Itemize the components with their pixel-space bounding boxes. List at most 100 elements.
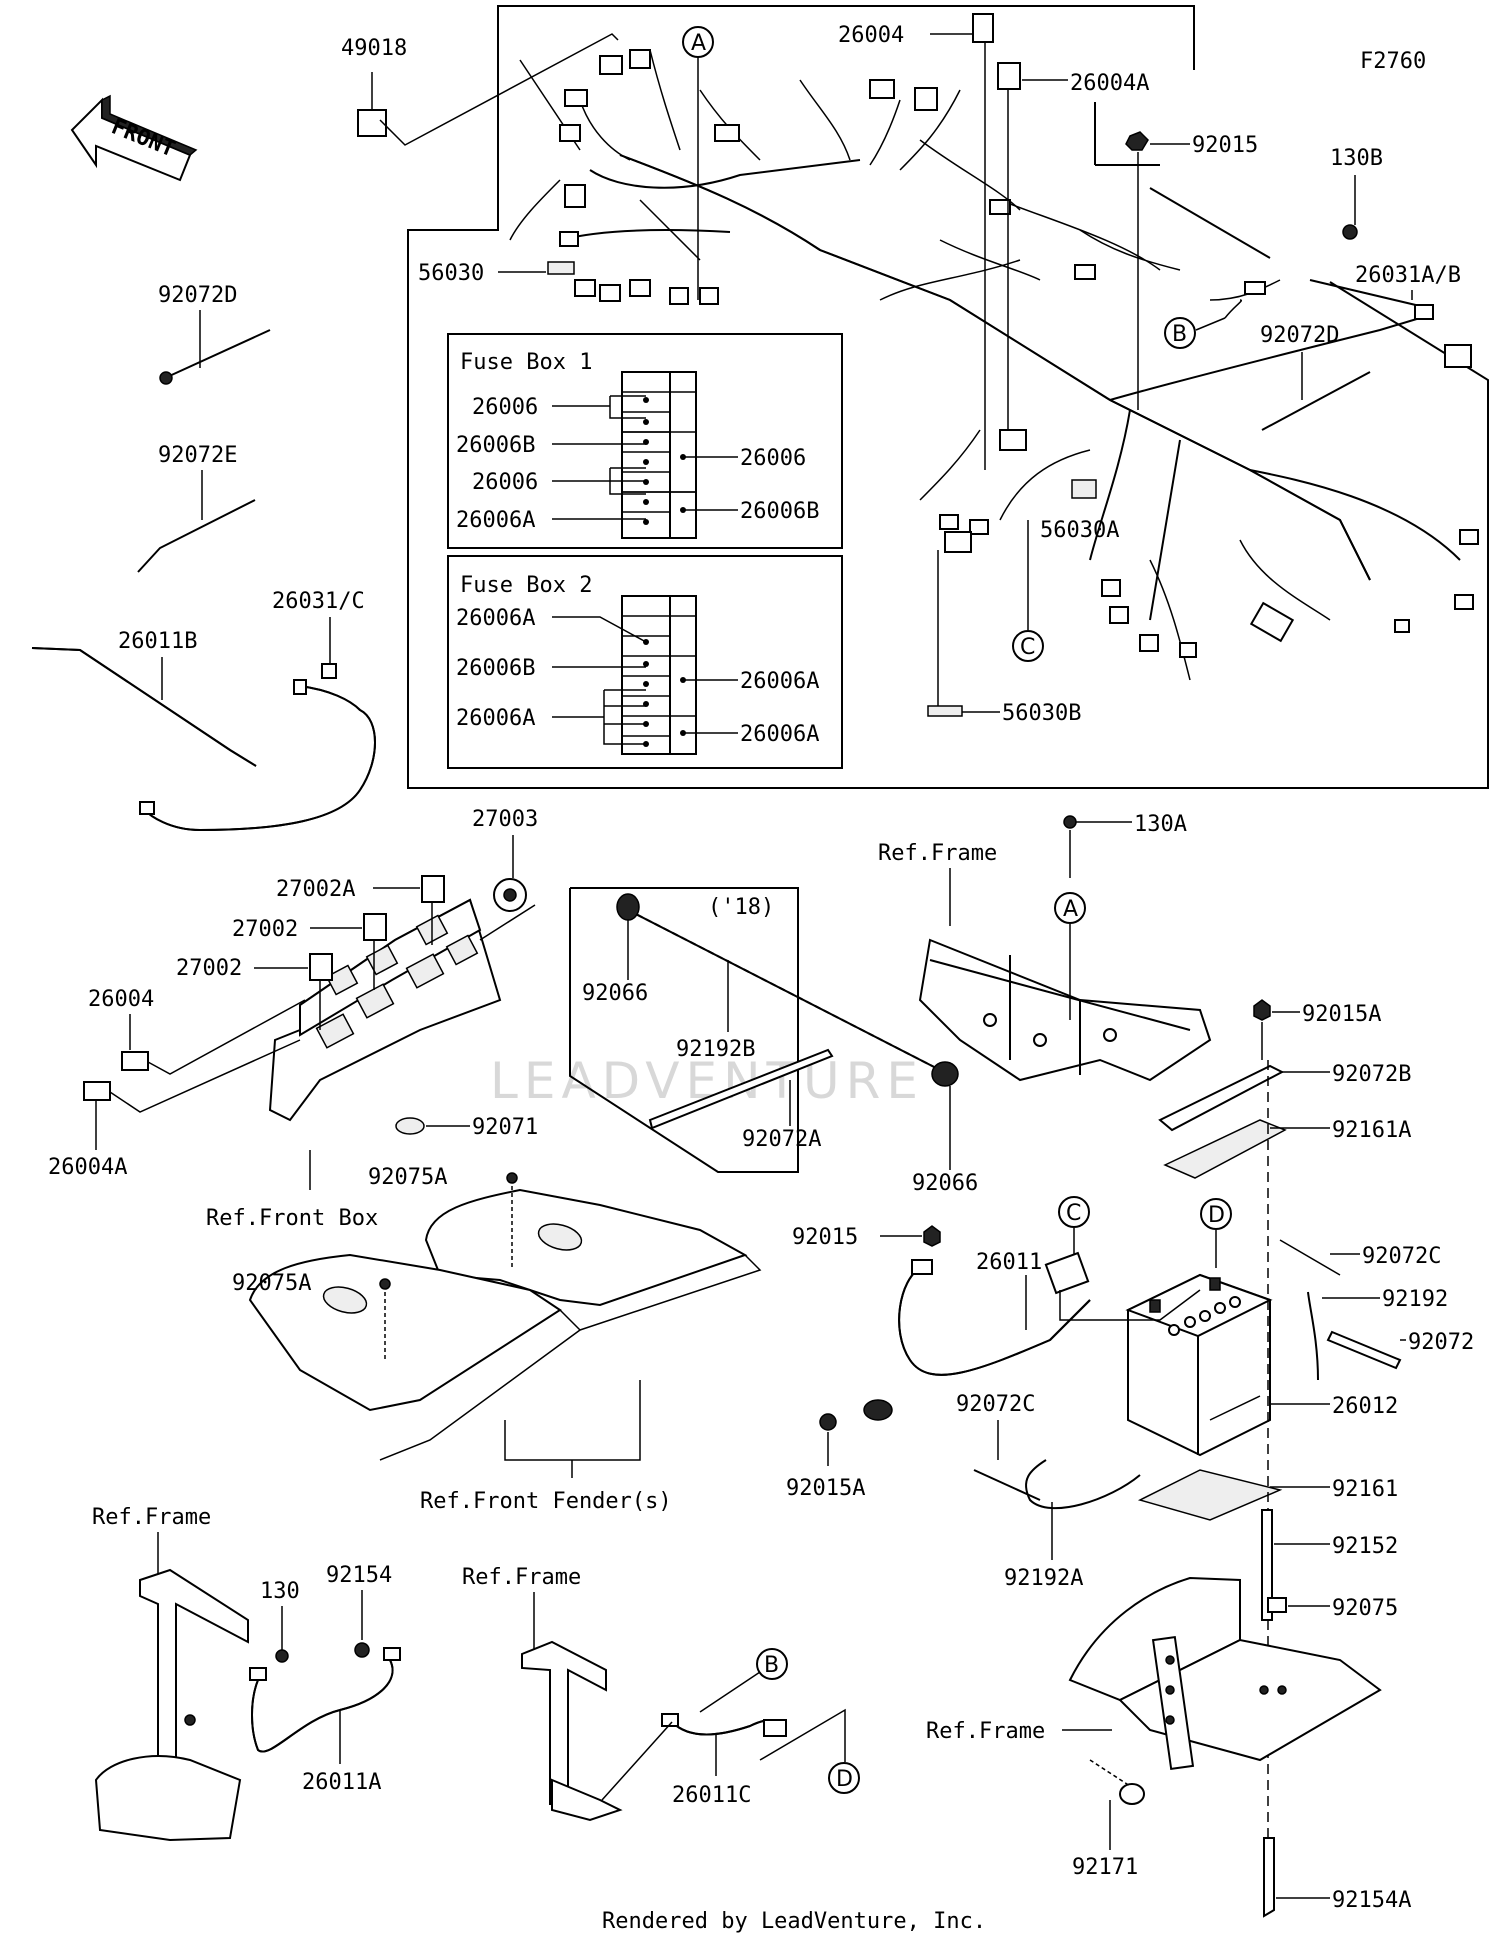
part-label-26011: 26011 bbox=[976, 1250, 1042, 1275]
part-26011b-cable bbox=[31, 647, 257, 767]
part-92072e-tie bbox=[137, 499, 256, 573]
part-label-92072e: 92072E bbox=[158, 443, 237, 468]
part-label-27002a: 27002A bbox=[276, 877, 355, 902]
part-92152-rod bbox=[1261, 1509, 1273, 1621]
part-92154a-rod bbox=[1263, 1837, 1275, 1918]
part-label-26011a: 26011A bbox=[302, 1770, 381, 1795]
part-label-56030b: 56030B bbox=[1002, 701, 1081, 726]
part-27002a-switch bbox=[421, 875, 445, 903]
part-27002-switch-a bbox=[363, 913, 387, 941]
part-label-92154a: 92154A bbox=[1332, 1888, 1411, 1913]
ref-front-fender: Ref.Front Fender(s) bbox=[420, 1489, 672, 1514]
callout-letter-a-mid: A bbox=[1063, 897, 1078, 922]
callout-c-mid bbox=[1058, 1196, 1090, 1228]
fuse-box-1-right-label-2: 26006B bbox=[740, 499, 819, 524]
part-label-56030a: 56030A bbox=[1040, 518, 1119, 543]
part-label-27002-b: 27002 bbox=[176, 956, 242, 981]
part-label-92015a-right: 92015A bbox=[1302, 1002, 1381, 1027]
part-label-92161a: 92161A bbox=[1332, 1118, 1411, 1143]
part-label-130b: 130B bbox=[1330, 146, 1383, 171]
front-arrow-icon: FRONT bbox=[70, 94, 198, 182]
part-label-92072d-left: 92072D bbox=[158, 283, 237, 308]
part-label-92192a: 92192A bbox=[1004, 1566, 1083, 1591]
front-box-assembly bbox=[268, 898, 502, 1122]
center-frame bbox=[918, 938, 1212, 1082]
part-label-92072: 92072 bbox=[1408, 1330, 1474, 1355]
callout-letter-b-top: B bbox=[1172, 322, 1187, 347]
callout-c-top bbox=[1012, 630, 1044, 662]
part-label-26004a-left: 26004A bbox=[48, 1155, 127, 1180]
part-label-27003: 27003 bbox=[472, 807, 538, 832]
part-92072d-tie-right bbox=[1261, 371, 1371, 431]
battery-tray-frame bbox=[1068, 1576, 1382, 1771]
part-label-26004a-top: 26004A bbox=[1070, 71, 1149, 96]
part-label-92075a-b: 92075A bbox=[232, 1271, 311, 1296]
part-label-26004-top: 26004 bbox=[838, 23, 904, 48]
part-26004-connector bbox=[972, 13, 994, 43]
callout-b-bottom bbox=[756, 1648, 788, 1680]
callout-b-top bbox=[1164, 317, 1196, 349]
fuse-box-2-right-label-2: 26006A bbox=[740, 722, 819, 747]
fuse-box-1-left-label-2: 26006B bbox=[456, 433, 535, 458]
part-92072c-tie-mid bbox=[973, 1469, 1041, 1501]
part-92066-cap-b bbox=[931, 1061, 959, 1087]
front-fenders bbox=[248, 1188, 762, 1461]
fuse-box-1-left-label-1: 26006 bbox=[472, 395, 538, 420]
part-label-92066-b: 92066 bbox=[912, 1171, 978, 1196]
ref-frame-bm: Ref.Frame bbox=[462, 1565, 581, 1590]
fuse-box-1-left-label-4: 26006A bbox=[456, 508, 535, 533]
part-92192-tube bbox=[1307, 1291, 1319, 1381]
fuse-box-2: Fuse Box 2 26006A 26006B 26006A 26006A 2… bbox=[447, 555, 843, 769]
part-130-bolt bbox=[275, 1649, 289, 1663]
part-label-26004-left: 26004 bbox=[88, 987, 154, 1012]
part-56030b-label bbox=[927, 705, 963, 717]
part-92161-pad bbox=[1137, 1469, 1283, 1521]
part-92072d-tie-left bbox=[164, 329, 271, 379]
callout-letter-d-bottom: D bbox=[836, 1767, 853, 1792]
callout-d-top bbox=[1200, 1198, 1232, 1230]
part-92171-clamp bbox=[1119, 1783, 1145, 1805]
part-92072b-bracket bbox=[1158, 1064, 1285, 1132]
ref-frame-mid: Ref.Frame bbox=[878, 841, 997, 866]
part-label-92066-a: 92066 bbox=[582, 981, 648, 1006]
part-56030-label bbox=[547, 261, 575, 275]
part-label-130: 130 bbox=[260, 1579, 300, 1604]
ref-frame-br: Ref.Frame bbox=[926, 1719, 1045, 1744]
fuse-box-1-right-label-1: 26006 bbox=[740, 446, 806, 471]
callout-letter-a-top: A bbox=[691, 31, 706, 56]
part-label-92075a-a: 92075A bbox=[368, 1165, 447, 1190]
frame-bottom-middle bbox=[521, 1640, 623, 1822]
fuse-box-2-left-label-2: 26006B bbox=[456, 656, 535, 681]
part-26004a-connector bbox=[997, 62, 1021, 90]
fuse-box-2-right-label-1: 26006A bbox=[740, 669, 819, 694]
part-56030a-label bbox=[1071, 479, 1097, 499]
fuse-box-2-title: Fuse Box 2 bbox=[460, 573, 592, 598]
fuse-box-2-left-label-1: 26006A bbox=[456, 606, 535, 631]
part-label-92192b: 92192B bbox=[676, 1037, 755, 1062]
part-92066-cap-a bbox=[616, 893, 640, 921]
battery-26012 bbox=[1125, 1273, 1273, 1457]
part-130b-bolt bbox=[1342, 224, 1358, 240]
part-92072-tie bbox=[1326, 1330, 1402, 1370]
main-wire-harness bbox=[509, 49, 1479, 681]
fuse-box-2-left-label-3: 26006A bbox=[456, 706, 535, 731]
callout-a-mid bbox=[1054, 892, 1086, 924]
part-92015a-washer-mid bbox=[819, 1413, 837, 1431]
part-label-26031c: 26031/C bbox=[272, 589, 365, 614]
part-label-92072c-mid: 92072C bbox=[956, 1392, 1035, 1417]
part-92192a-tube bbox=[1025, 1459, 1141, 1510]
part-label-92152: 92152 bbox=[1332, 1534, 1398, 1559]
part-26004-left-connector bbox=[121, 1051, 149, 1071]
part-92072a-tie bbox=[648, 1048, 834, 1130]
part-label-92161: 92161 bbox=[1332, 1477, 1398, 1502]
part-49018-connector bbox=[357, 109, 387, 137]
callout-letter-c-mid: C bbox=[1066, 1201, 1081, 1226]
part-label-92075: 92075 bbox=[1332, 1596, 1398, 1621]
callout-letter-b-bottom: B bbox=[764, 1653, 779, 1678]
part-label-92154: 92154 bbox=[326, 1563, 392, 1588]
ref-frame-bl: Ref.Frame bbox=[92, 1505, 211, 1530]
part-label-92072b: 92072B bbox=[1332, 1062, 1411, 1087]
footer-credit: Rendered by LeadVenture, Inc. bbox=[602, 1909, 986, 1934]
part-label-26012: 26012 bbox=[1332, 1394, 1398, 1419]
